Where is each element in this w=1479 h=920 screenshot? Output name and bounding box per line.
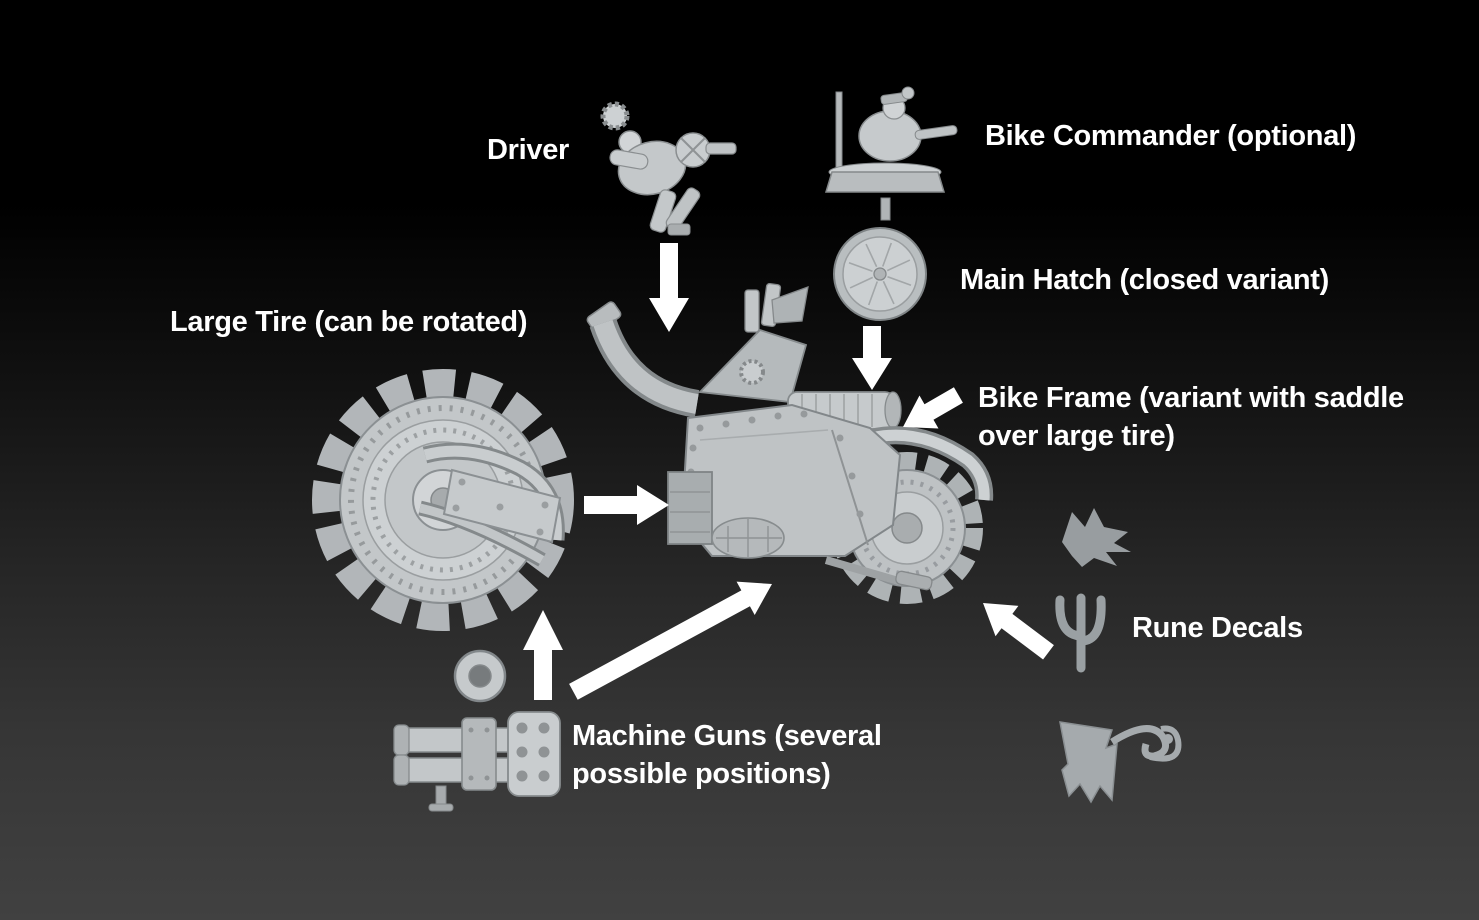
machine-guns — [393, 711, 561, 812]
arrow-down-driver-icon — [649, 243, 689, 332]
small-hub — [453, 649, 507, 703]
bike-frame-label-line1: Bike Frame (variant with saddle — [978, 382, 1404, 414]
machine-guns-label-line2: possible positions) — [572, 758, 831, 790]
main-hatch — [833, 227, 927, 321]
arrow-rune-icon — [983, 603, 1054, 660]
arrow-down-hatch-icon — [852, 326, 892, 390]
arrow-diagonal-guns-icon — [569, 581, 772, 700]
bike-commander-figure — [824, 86, 958, 221]
bike-frame-label: Bike Frame (variant with saddle over lar… — [978, 379, 1404, 455]
wolf-head-decal — [1062, 508, 1131, 567]
main-hatch-label: Main Hatch (closed variant) — [960, 264, 1329, 296]
arrow-frame-icon — [903, 387, 963, 429]
rune-decals-label: Rune Decals — [1132, 612, 1303, 644]
arrow-up-hub-icon — [523, 610, 563, 700]
machine-guns-label-line1: Machine Guns (several — [572, 720, 882, 752]
large-tire — [312, 369, 574, 631]
driver-label: Driver — [487, 134, 570, 166]
rune-glyph-decal — [1055, 593, 1106, 673]
arrow-right-tire-icon — [584, 485, 669, 525]
bike-frame — [586, 282, 994, 604]
large-tire-label: Large Tire (can be rotated) — [170, 306, 528, 338]
bike-commander-label: Bike Commander (optional) — [985, 120, 1357, 152]
machine-guns-label: Machine Guns (several possible positions… — [572, 717, 882, 793]
banner-decal — [1059, 721, 1182, 804]
bike-frame-label-line2: over large tire) — [978, 420, 1175, 452]
driver-figure — [600, 101, 737, 236]
